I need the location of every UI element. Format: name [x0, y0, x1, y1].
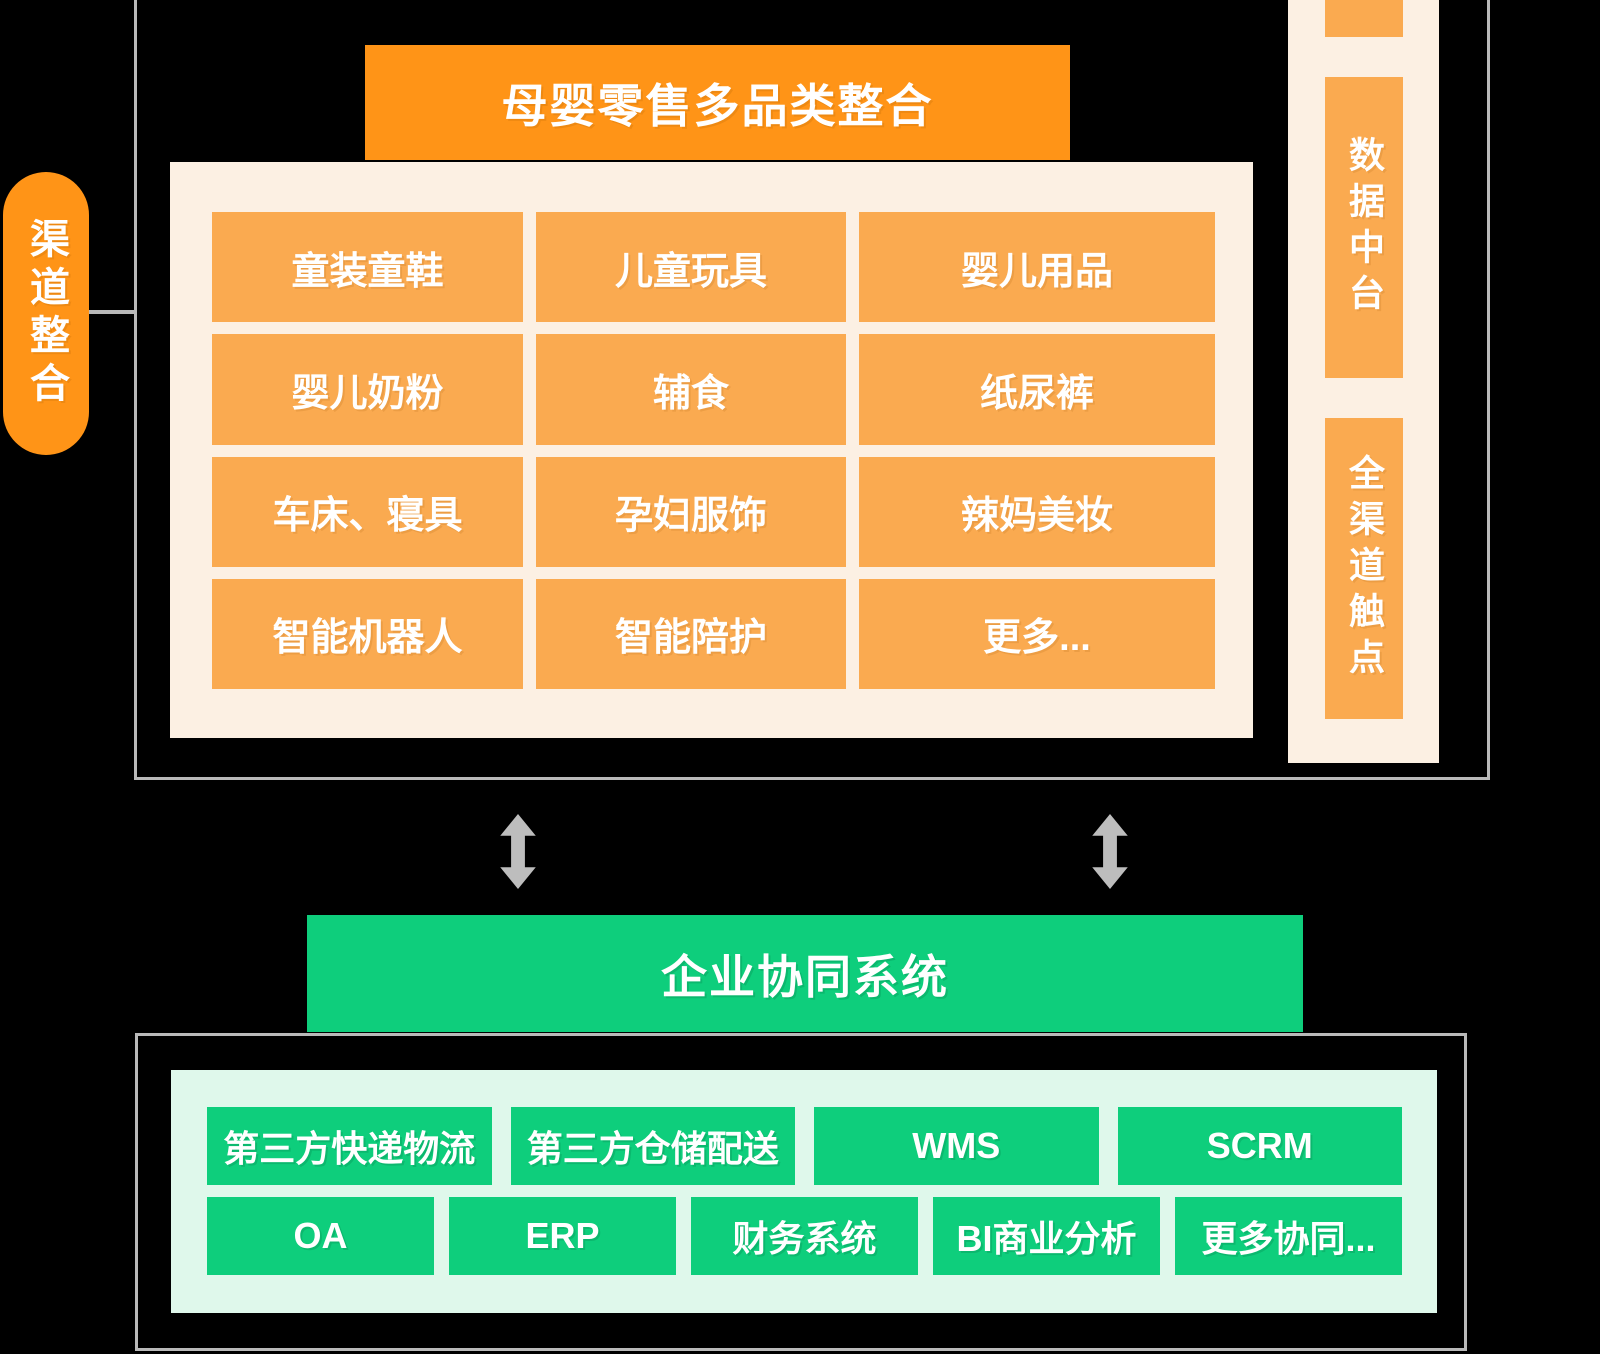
collab-box: ERP [449, 1197, 676, 1275]
collab-box: 第三方仓储配送 [510, 1107, 795, 1185]
channel-integration-label: 渠道整合 [3, 172, 89, 455]
category-grid: 童装童鞋 儿童玩具 婴儿用品 婴儿奶粉 辅食 纸尿裤 车床、寝具 孕妇服饰 辣妈… [212, 212, 1215, 689]
side-column-panel: 数据中台 全渠道触点 [1288, 0, 1439, 763]
side-box-cropped [1325, 0, 1403, 37]
category-box: 辅食 [536, 334, 846, 445]
category-box: 纸尿裤 [859, 334, 1215, 445]
collaboration-row-2: OA ERP 财务系统 BI商业分析 更多协同... [207, 1197, 1402, 1275]
double-arrow-icon [1092, 814, 1128, 889]
category-box: 智能陪护 [536, 578, 846, 689]
collab-box: SCRM [1117, 1107, 1402, 1185]
collab-box: 财务系统 [691, 1197, 918, 1275]
omni-channel-text: 全渠道触点 [1344, 453, 1385, 684]
category-box: 孕妇服饰 [536, 456, 846, 567]
channel-integration-text: 渠道整合 [24, 217, 68, 410]
category-box: 儿童玩具 [536, 212, 846, 323]
category-box: 婴儿用品 [859, 212, 1215, 323]
category-box: 婴儿奶粉 [212, 334, 523, 445]
double-arrow-icon [500, 814, 536, 889]
collaboration-system-title: 企业协同系统 [307, 915, 1303, 1032]
side-box-data-platform: 数据中台 [1325, 77, 1403, 378]
collab-box: OA [207, 1197, 434, 1275]
label-connector-line [89, 310, 134, 314]
bottom-section-frame [135, 1033, 1467, 1351]
category-box: 辣妈美妆 [859, 456, 1215, 567]
category-box: 智能机器人 [212, 578, 523, 689]
top-section-title: 母婴零售多品类整合 [365, 45, 1070, 160]
collab-box: BI商业分析 [933, 1197, 1160, 1275]
side-box-omni-channel: 全渠道触点 [1325, 418, 1403, 719]
category-box: 童装童鞋 [212, 212, 523, 323]
collab-box: WMS [814, 1107, 1099, 1185]
data-platform-text: 数据中台 [1344, 135, 1385, 320]
category-box: 更多... [859, 578, 1215, 689]
collaboration-row-1: 第三方快递物流 第三方仓储配送 WMS SCRM [207, 1107, 1402, 1185]
collab-box: 第三方快递物流 [207, 1107, 492, 1185]
top-section-frame [134, 0, 1490, 780]
collab-box: 更多协同... [1175, 1197, 1402, 1275]
category-box: 车床、寝具 [212, 456, 523, 567]
